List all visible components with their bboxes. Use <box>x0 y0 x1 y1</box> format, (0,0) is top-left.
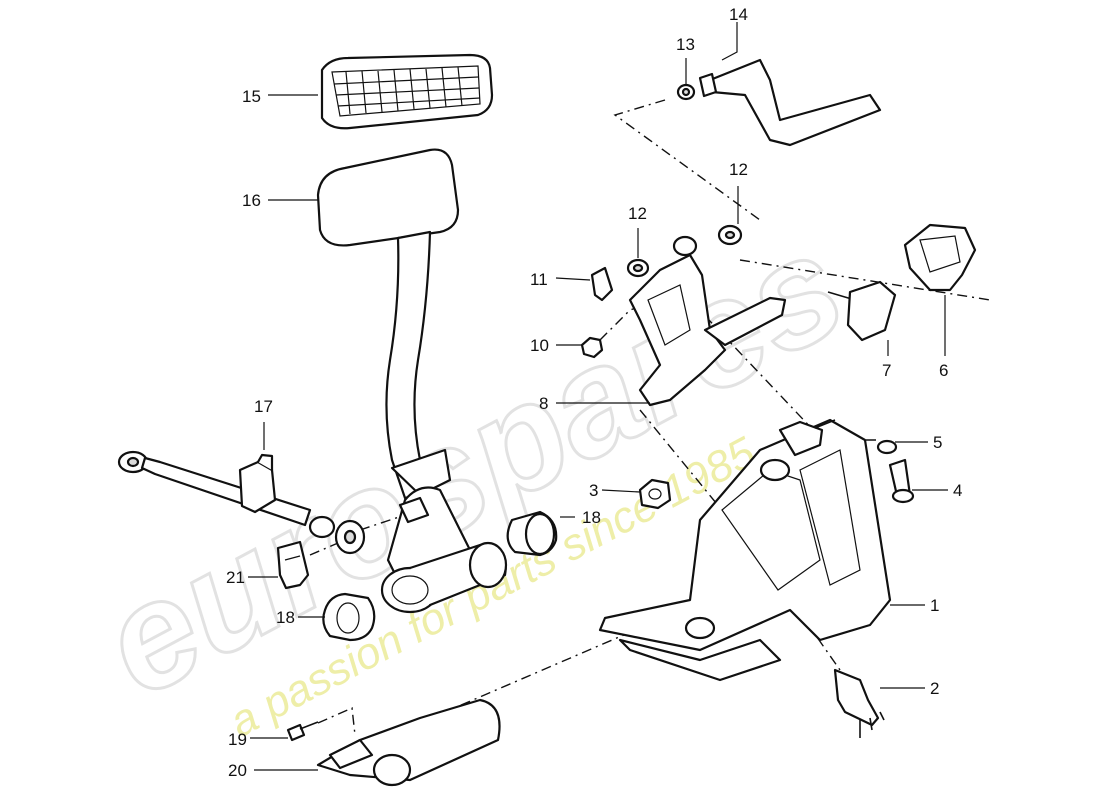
part-16-brake-pedal <box>316 148 460 500</box>
part-2-brake-light-switch <box>833 668 885 738</box>
part-15-pedal-pad <box>320 53 494 130</box>
part-12-bushing-left <box>626 258 650 278</box>
part-12-bushing-top <box>672 235 698 257</box>
part-8-lever <box>628 253 787 407</box>
callout-18-right: 18 <box>582 508 601 527</box>
callout-19: 19 <box>228 730 247 749</box>
callout-20: 20 <box>228 761 247 780</box>
callout-10: 10 <box>530 336 549 355</box>
part-7-switch-mount <box>827 280 897 342</box>
part-19-bolt <box>286 721 319 742</box>
callout-12-left: 12 <box>628 204 647 223</box>
part-5-washer <box>876 439 898 455</box>
part-14-bracket <box>698 58 882 147</box>
callout-15: 15 <box>242 87 261 106</box>
part-18-bushing-lower <box>322 592 376 642</box>
callout-17: 17 <box>254 397 273 416</box>
callout-8: 8 <box>539 394 549 413</box>
callout-21: 21 <box>226 568 245 587</box>
callout-14: 14 <box>729 5 748 24</box>
callout-1: 1 <box>930 596 940 615</box>
part-17-push-rod <box>117 450 366 555</box>
part-18-bushing-upper <box>506 510 558 557</box>
callout-4: 4 <box>953 481 963 500</box>
part-10-nut <box>580 336 604 359</box>
leader-lines <box>248 22 948 771</box>
callout-16: 16 <box>242 191 261 210</box>
callout-13: 13 <box>676 35 695 54</box>
part-6-switch <box>903 223 977 292</box>
callout-7: 7 <box>882 361 892 380</box>
part-13-washer <box>676 83 696 101</box>
callout-12-right: 12 <box>729 160 748 179</box>
callout-2: 2 <box>930 679 940 698</box>
part-1-pedal-bracket <box>598 418 892 682</box>
pedal-hub <box>380 486 508 614</box>
part-12-bushing-right <box>717 224 743 246</box>
callout-5: 5 <box>933 433 943 452</box>
callout-3: 3 <box>589 481 599 500</box>
part-20-shaft-bracket <box>316 698 501 787</box>
callout-18-left: 18 <box>276 608 295 627</box>
callout-6: 6 <box>939 361 949 380</box>
part-21-clip <box>276 540 310 590</box>
part-3-nut <box>638 478 672 510</box>
part-11-clip <box>590 266 614 302</box>
callout-11: 11 <box>530 270 548 289</box>
part-4-bolt <box>888 458 915 504</box>
